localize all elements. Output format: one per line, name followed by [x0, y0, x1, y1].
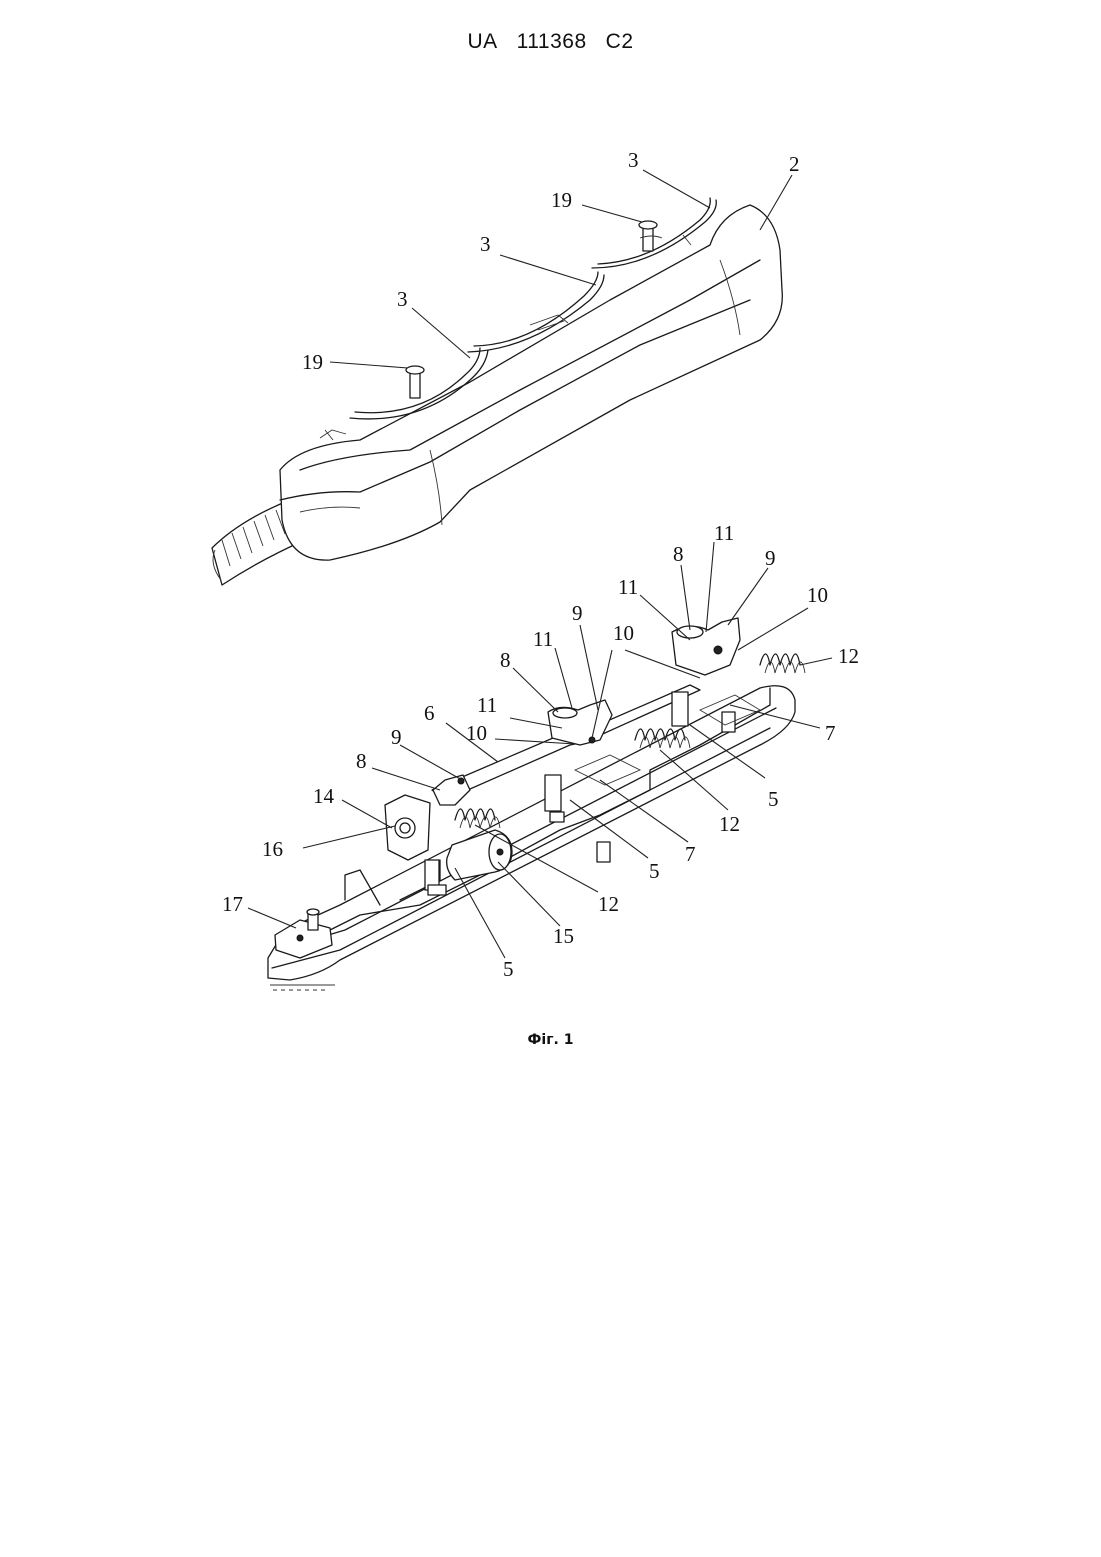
label-19-top: 19	[551, 188, 572, 212]
label-5-c: 5	[503, 957, 514, 981]
label-11-c: 11	[533, 627, 553, 651]
label-7-a: 7	[825, 721, 836, 745]
label-9-b: 9	[572, 601, 583, 625]
label-11-b: 11	[618, 575, 638, 599]
label-8-c: 8	[356, 749, 367, 773]
label-10-b: 10	[613, 621, 634, 645]
label-15: 15	[553, 924, 574, 948]
label-17: 17	[222, 892, 243, 916]
label-12-a: 12	[838, 644, 859, 668]
label-9-a: 9	[765, 546, 776, 570]
label-3-bottom: 3	[397, 287, 408, 311]
label-7-b: 7	[685, 842, 696, 866]
label-8-a: 8	[673, 542, 684, 566]
label-10-a: 10	[807, 583, 828, 607]
label-9-c: 9	[391, 725, 402, 749]
label-5-b: 5	[649, 859, 660, 883]
figure-caption: Фіг. 1	[0, 1032, 1101, 1048]
label-11-d: 11	[477, 693, 497, 717]
label-8-b: 8	[500, 648, 511, 672]
label-19-bottom: 19	[302, 350, 323, 374]
label-12-b: 12	[719, 812, 740, 836]
pin-19-left	[406, 366, 424, 398]
label-6: 6	[424, 701, 435, 725]
label-11-a: 11	[714, 521, 734, 545]
housing-assembly	[212, 198, 782, 585]
label-2: 2	[789, 152, 800, 176]
spring-12-right	[760, 654, 805, 673]
label-16: 16	[262, 837, 283, 861]
base-tray	[268, 686, 795, 980]
contact-tower-middle	[548, 700, 612, 745]
label-10-c: 10	[466, 721, 487, 745]
label-14: 14	[313, 784, 335, 808]
housing-body	[280, 205, 782, 560]
label-12-c: 12	[598, 892, 619, 916]
label-3-middle: 3	[480, 232, 491, 256]
label-5-a: 5	[768, 787, 779, 811]
label-3-top: 3	[628, 148, 639, 172]
